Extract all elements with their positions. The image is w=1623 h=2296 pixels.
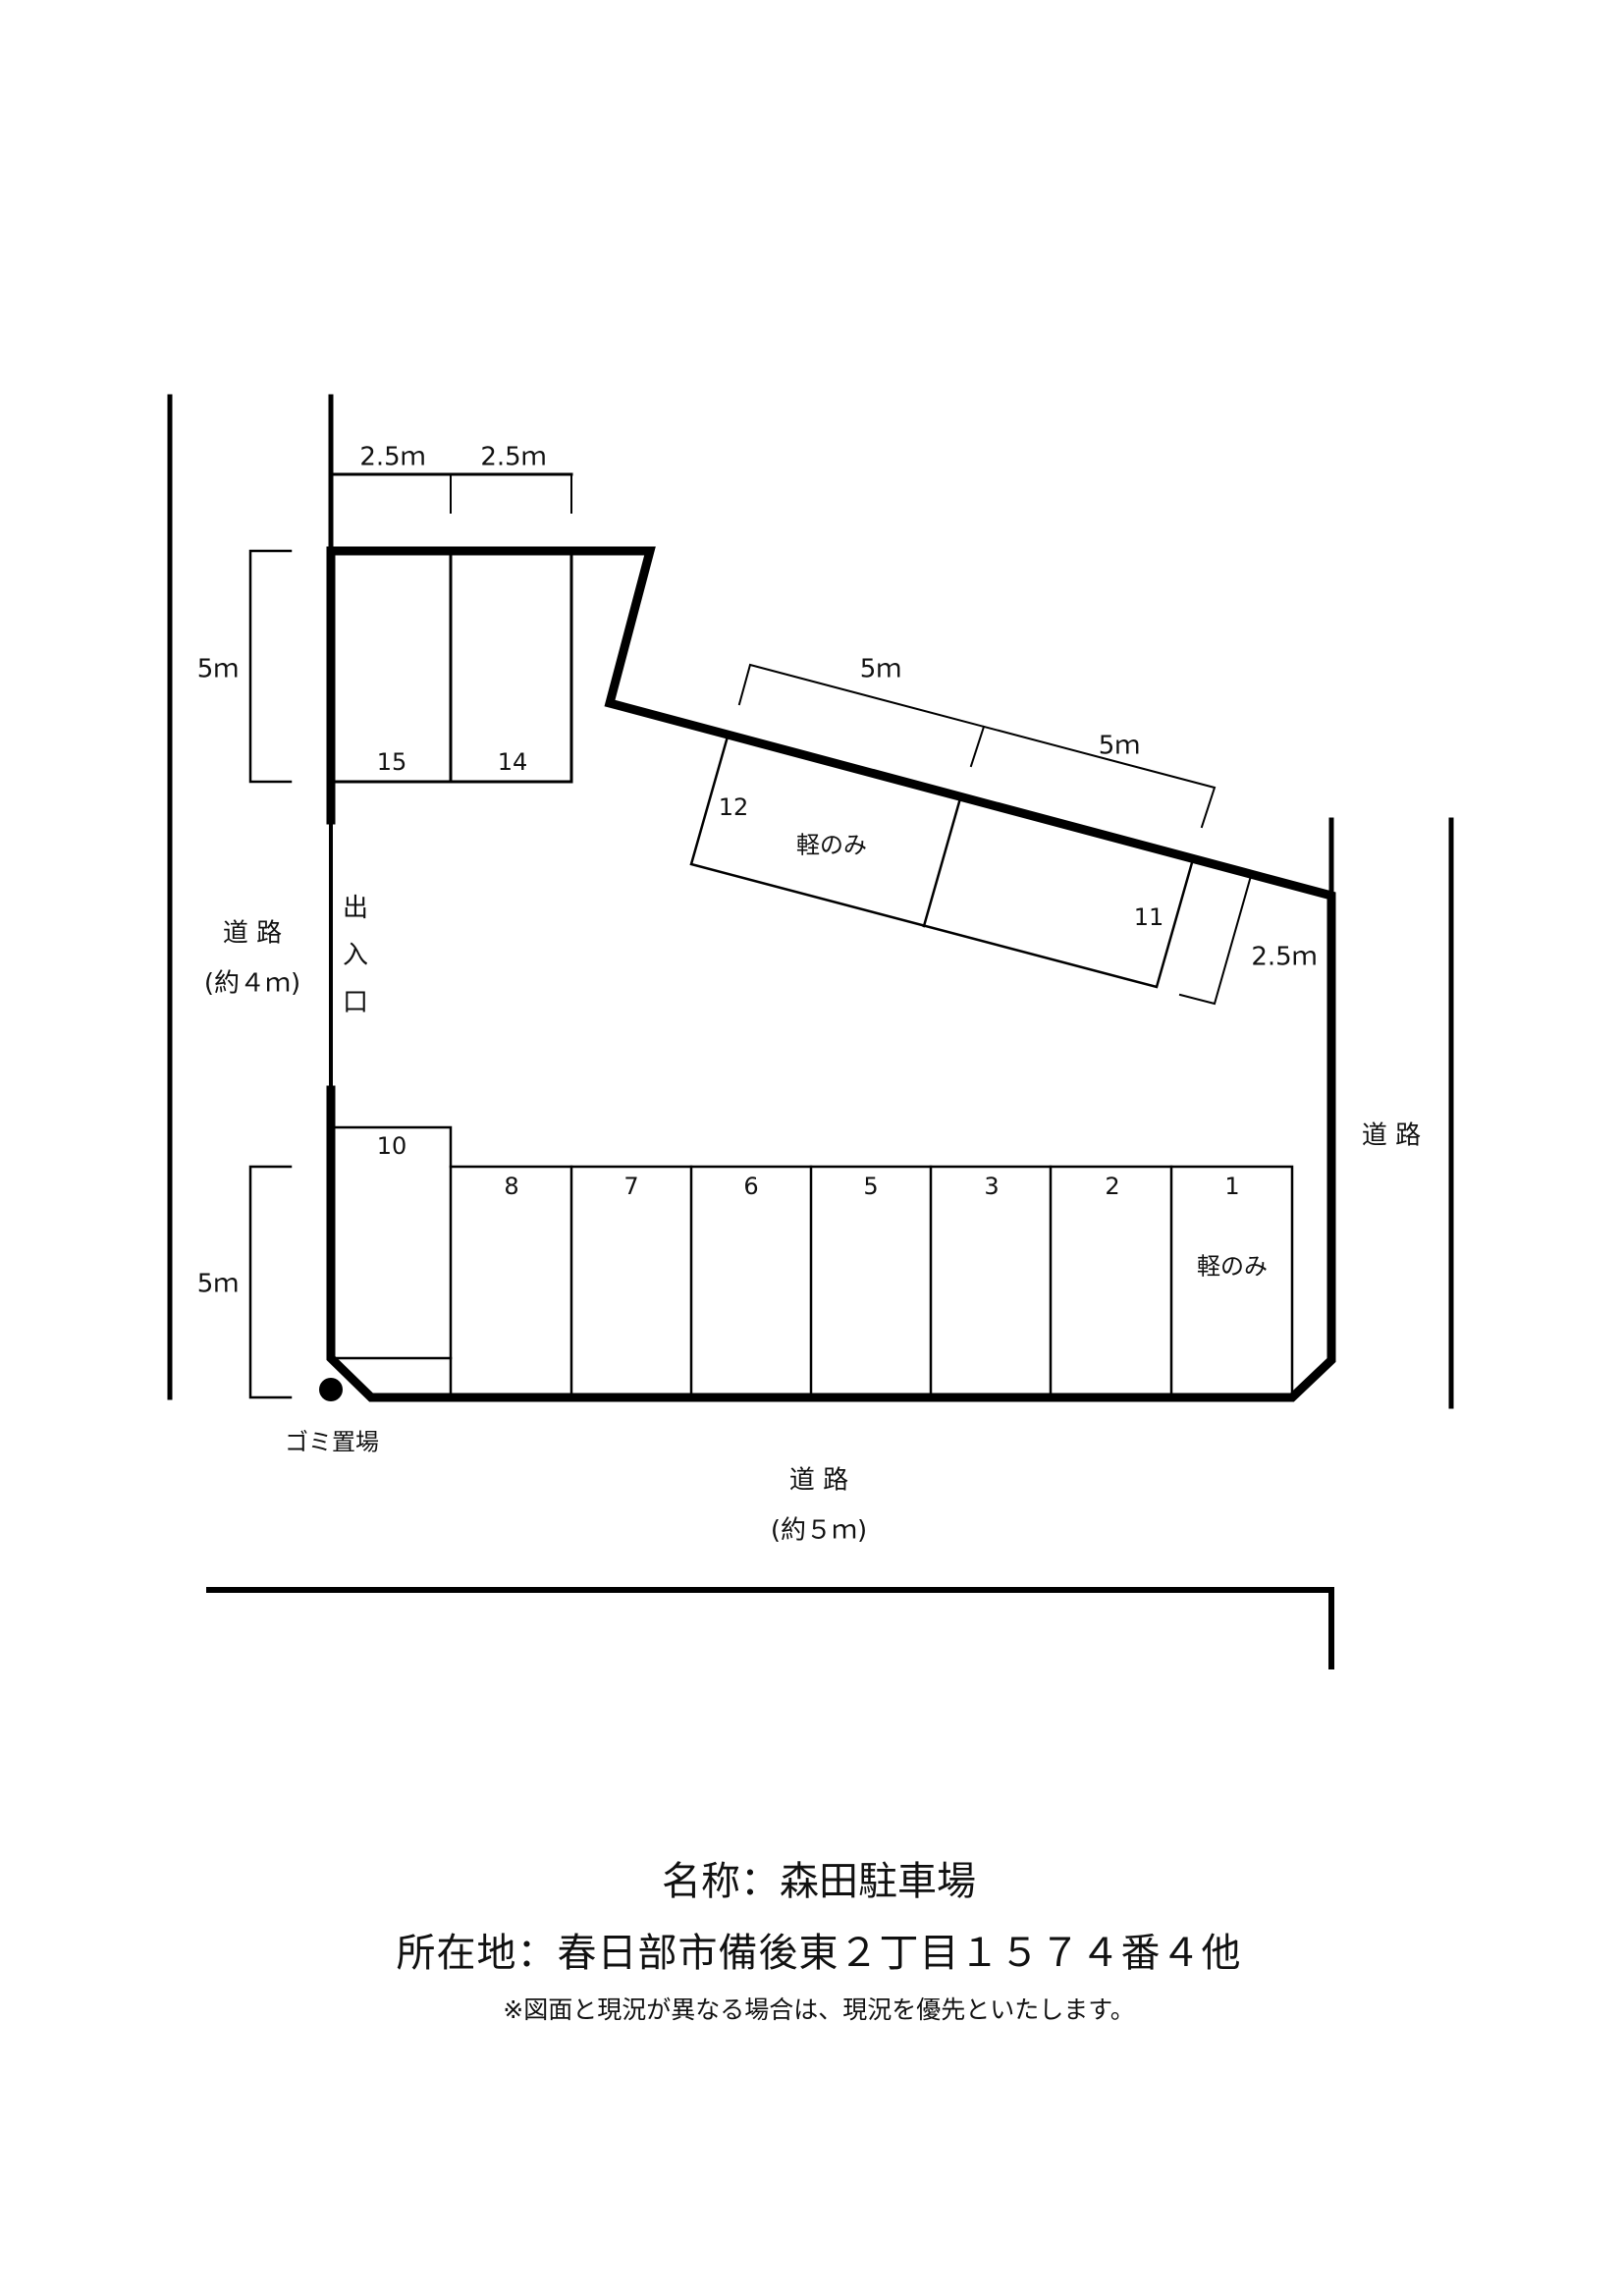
dim-bottom-depth: 5ｍ — [196, 1269, 240, 1299]
dim-top-left: 2.5ｍ — [359, 442, 426, 472]
entrance-label: 出入口 — [338, 894, 368, 1035]
road-bottom-width: (約５ｍ) — [770, 1515, 868, 1546]
slot-15: 15 — [376, 748, 407, 776]
bottom-road-line — [206, 1587, 1334, 1669]
disclaimer: ※図面と現況が異なる場合は、現況を優先といたします。 — [503, 1995, 1135, 2024]
slot-8: 8 — [504, 1173, 519, 1200]
lot-boundary-top — [326, 546, 1336, 1402]
slot-7: 7 — [623, 1173, 639, 1200]
slot-14: 14 — [497, 748, 528, 776]
slot-3: 3 — [984, 1173, 1000, 1200]
road-left-label: 道 路 — [222, 918, 283, 949]
slot-1: 1 — [1224, 1173, 1240, 1200]
garbage-label: ゴミ置場 — [285, 1428, 379, 1456]
dim-top-depth: 5ｍ — [196, 654, 240, 684]
slot-5: 5 — [863, 1173, 879, 1200]
road-right-label: 道 路 — [1361, 1121, 1422, 1151]
kei-only-slot-1: 軽のみ — [1197, 1252, 1268, 1281]
dim-diag-width: 2.5ｍ — [1251, 942, 1318, 972]
slot-12: 12 — [718, 793, 749, 821]
dim-top-right: 2.5ｍ — [480, 442, 547, 472]
slot-2: 2 — [1105, 1173, 1120, 1200]
slot-10: 10 — [376, 1132, 407, 1160]
kei-only-slot-12: 軽のみ — [796, 831, 867, 859]
parking-name: 名称：森田駐車場 — [662, 1859, 976, 1904]
road-bottom-label: 道 路 — [788, 1465, 849, 1496]
dim-diag-1: 5ｍ — [859, 654, 902, 684]
garbage-dot-icon — [319, 1378, 343, 1401]
slot-11: 11 — [1133, 903, 1164, 931]
dim-diag-2: 5ｍ — [1098, 731, 1141, 761]
road-left-width: (約４ｍ) — [203, 968, 301, 999]
parking-address: 所在地：春日部市備後東２丁目１５７４番４他 — [396, 1931, 1242, 1976]
slot-6: 6 — [743, 1173, 759, 1200]
